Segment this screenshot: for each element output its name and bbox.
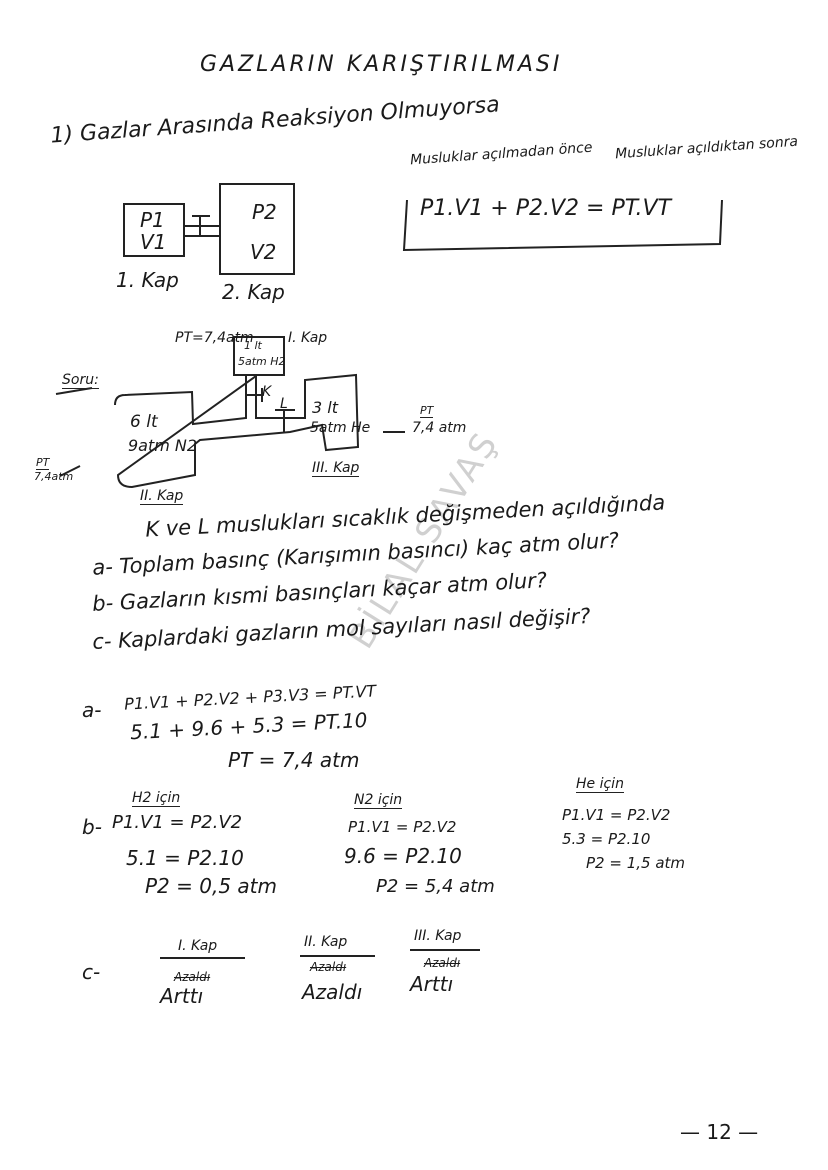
n2-result: P2 = 5,4 atm [376, 876, 495, 897]
n2-line2: 9.6 = P2.10 [344, 844, 462, 868]
p2-label: P2 [252, 200, 277, 224]
solution-c-label: c- [82, 960, 101, 984]
c-col1-struck: Azaldı [174, 970, 211, 984]
kap1-pt: PT=7,4atm [175, 330, 254, 346]
valve-l: L [280, 396, 288, 412]
he-result: P2 = 1,5 atm [586, 854, 686, 872]
kap3-volume: 3 lt [312, 398, 338, 417]
kap2-volume: 6 lt [130, 412, 158, 432]
c-col3-struck: Azaldı [424, 956, 461, 970]
c-col2-struck: Azaldı [310, 960, 347, 974]
solution-a-result: PT = 7,4 atm [228, 748, 360, 772]
kap2-label: II. Kap [140, 488, 184, 505]
h2-line1: P1.V1 = P2.V2 [112, 812, 243, 833]
c-col1-answer: Arttı [160, 984, 204, 1008]
kap1-gas: 5atm H2 [238, 355, 286, 368]
mixing-equation: P1.V1 + P2.V2 = PT.VT [420, 196, 672, 221]
n2-line1: P1.V1 = P2.V2 [348, 818, 457, 836]
kap3-pt: 7,4 atm [412, 420, 467, 436]
kap1-label: I. Kap [288, 330, 328, 346]
kap2-3-pipes [114, 373, 360, 489]
solution-b-label: b- [82, 815, 102, 839]
c-col3-heading: III. Kap [414, 928, 462, 944]
c-col2-answer: Azaldı [302, 980, 363, 1004]
p1-label: P1 [140, 208, 165, 232]
c-col1-heading: I. Kap [178, 938, 218, 954]
container-1-label: 1. Kap [116, 268, 179, 292]
kap2-pt: 7,4atm [34, 470, 74, 483]
c-col2-heading: II. Kap [304, 934, 348, 950]
c-col3-answer: Arttı [410, 972, 454, 996]
kap3-label: III. Kap [312, 460, 360, 477]
question-label: Soru: [62, 372, 99, 389]
kap1-box [233, 336, 285, 376]
kap3-gas: 5atm He [310, 420, 371, 436]
h2-heading: H2 için [132, 790, 181, 807]
kap2-pt-label: PT [36, 456, 50, 470]
container-2 [219, 183, 295, 275]
v2-label: V2 [250, 240, 277, 264]
kap2-gas: 9atm N2 [128, 436, 198, 455]
kap3-pt-label: PT [420, 404, 434, 418]
solution-a-label: a- [82, 698, 102, 722]
he-line2: 5.3 = P2.10 [562, 830, 651, 848]
kap1-volume: 1 lt [244, 339, 262, 352]
valve-k: K [262, 384, 272, 400]
h2-line2: 5.1 = P2.10 [126, 846, 244, 870]
page-title: GAZLARIN KARIŞTIRILMASI [200, 52, 563, 77]
he-line1: P1.V1 = P2.V2 [562, 806, 671, 824]
container-2-label: 2. Kap [222, 280, 285, 304]
n2-heading: N2 için [354, 792, 403, 809]
h2-result: P2 = 0,5 atm [145, 874, 278, 898]
v1-label: V1 [140, 230, 167, 254]
he-heading: He için [576, 776, 624, 793]
page-number: — 12 — [680, 1120, 759, 1144]
container-1 [123, 203, 185, 257]
